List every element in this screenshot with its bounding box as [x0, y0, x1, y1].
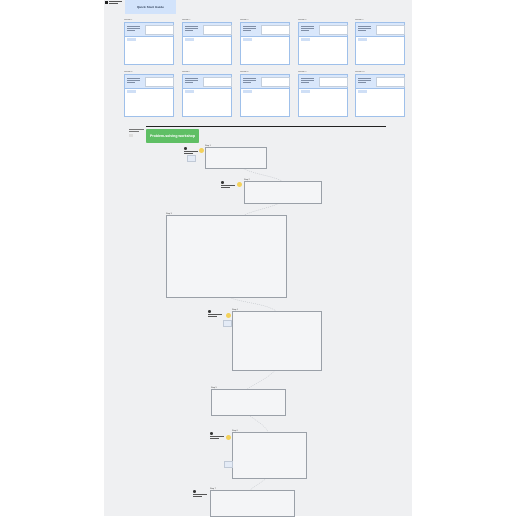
- logo-icon: [105, 1, 108, 4]
- thumbnail-card[interactable]: Section 2: [182, 19, 232, 65]
- thumbnail-card[interactable]: Section 8: [240, 71, 290, 117]
- thumbnail-card[interactable]: Section 1: [124, 19, 174, 65]
- instruction-note: [208, 310, 222, 318]
- workshop-frame[interactable]: [166, 215, 287, 298]
- frame-label: Step 7: [210, 488, 216, 490]
- thumbnail-label: Section 4: [298, 19, 307, 21]
- instruction-note: [221, 181, 235, 189]
- sticky-note[interactable]: [187, 155, 196, 162]
- workshop-frame[interactable]: [211, 389, 286, 416]
- instruction-note: [184, 147, 198, 155]
- frame-label: Step 4: [232, 309, 238, 311]
- thumbnail-label: Section 1: [124, 19, 133, 21]
- board-title[interactable]: Quick Start Guide: [125, 0, 176, 14]
- thumbnail-label: Section 2: [182, 19, 191, 21]
- thumbnail-label: Section 10: [355, 71, 365, 73]
- info-icon: [221, 181, 224, 184]
- instruction-note: [210, 432, 224, 440]
- workshop-frame[interactable]: [232, 432, 307, 479]
- frame-label: Step 3: [166, 213, 172, 215]
- thumbnail-label: Section 6: [124, 71, 133, 73]
- lightbulb-icon: [226, 435, 231, 440]
- lightbulb-icon: [199, 148, 204, 153]
- thumbnail-card[interactable]: Section 6: [124, 71, 174, 117]
- workshop-frame[interactable]: [232, 311, 322, 371]
- workshop-frame[interactable]: [210, 490, 295, 517]
- info-icon: [184, 147, 187, 150]
- thumbnail-card[interactable]: Section 5: [355, 19, 405, 65]
- thumbnail-card[interactable]: Section 10: [355, 71, 405, 117]
- instruction-note: [193, 490, 207, 498]
- thumbnail-card[interactable]: Section 9: [298, 71, 348, 117]
- frame-label: Step 6: [232, 430, 238, 432]
- workshop-frame[interactable]: [244, 181, 322, 204]
- thumbnail-card[interactable]: Section 7: [182, 71, 232, 117]
- thumbnail-card[interactable]: Section 3: [240, 19, 290, 65]
- frame-label: Step 1: [205, 145, 211, 147]
- frame-label: Step 5: [211, 387, 217, 389]
- legend-note: [129, 129, 144, 142]
- workshop-banner[interactable]: Problem-solving workshop: [146, 129, 199, 143]
- info-icon: [208, 310, 211, 313]
- lightbulb-icon: [237, 182, 242, 187]
- thumbnail-label: Section 3: [240, 19, 249, 21]
- lightbulb-icon: [226, 313, 231, 318]
- thumbnail-card[interactable]: Section 4: [298, 19, 348, 65]
- sticky-note[interactable]: [224, 461, 233, 468]
- workshop-frame[interactable]: [205, 147, 267, 169]
- sticky-note[interactable]: [223, 320, 232, 327]
- info-icon: [193, 490, 196, 493]
- info-icon: [210, 432, 213, 435]
- thumbnail-label: Section 5: [355, 19, 364, 21]
- thumbnail-label: Section 7: [182, 71, 191, 73]
- section-divider: [146, 126, 386, 127]
- board-logo: [105, 1, 122, 7]
- thumbnail-label: Section 9: [298, 71, 307, 73]
- thumbnail-label: Section 8: [240, 71, 249, 73]
- frame-label: Step 2: [244, 179, 250, 181]
